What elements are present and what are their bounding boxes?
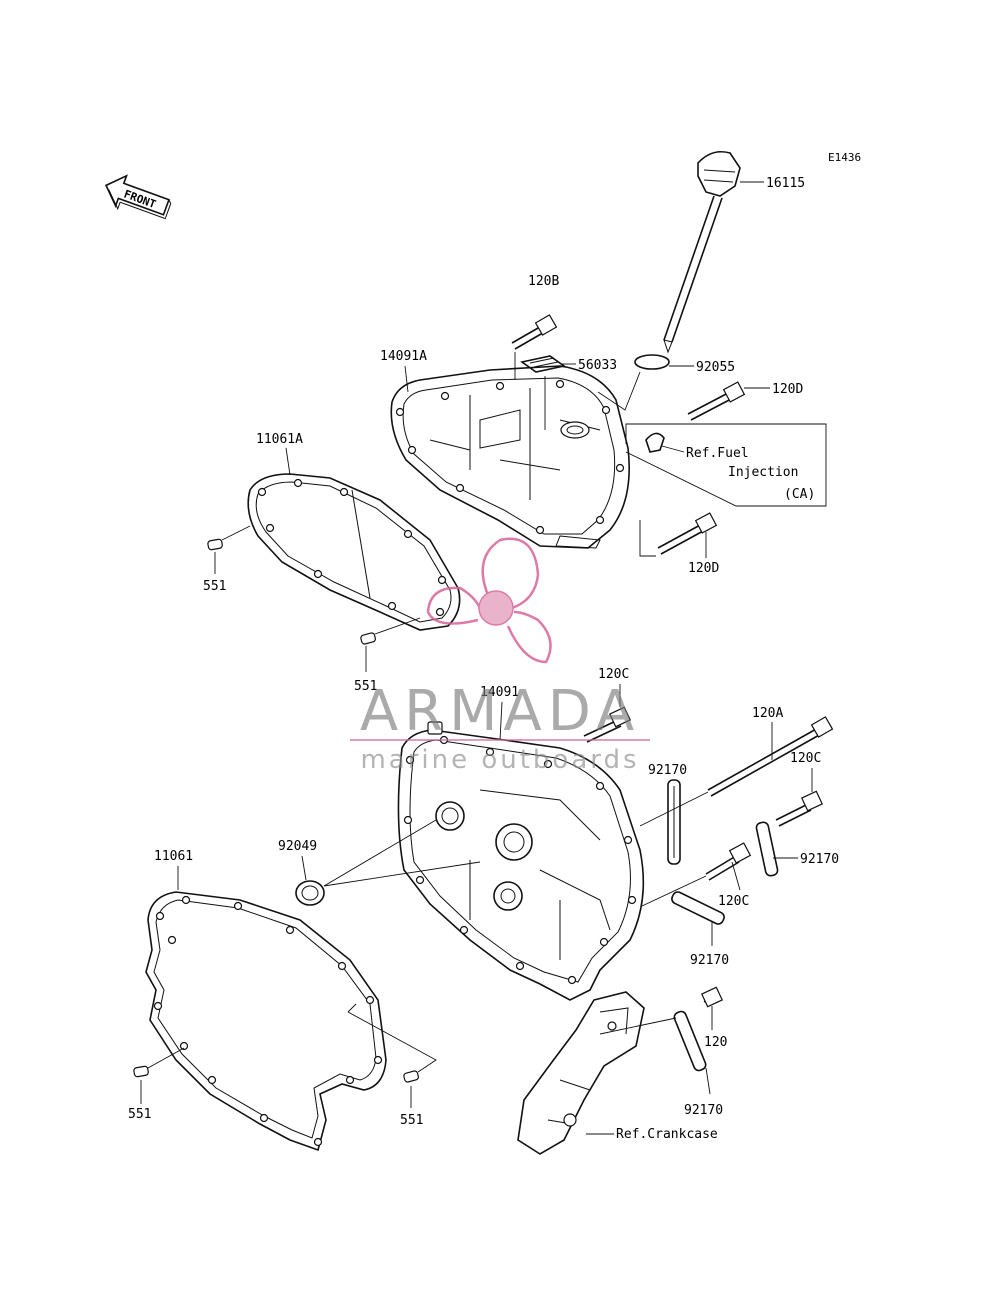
bolt-120C-mid (705, 842, 752, 881)
label-92170-d: 92170 (684, 1103, 723, 1118)
ref-fuel-bracket (625, 423, 827, 507)
label-120C-mid: 120C (718, 894, 749, 909)
label-ref-fuel-2: Injection (728, 465, 798, 480)
label-plate-56033 (520, 355, 566, 373)
dipstick-part (663, 150, 741, 354)
bolt-120D-bottom (657, 512, 718, 555)
label-92055: 92055 (696, 360, 735, 375)
dowel-551-lower-left (133, 1065, 149, 1078)
label-120D-bottom: 120D (688, 561, 719, 576)
collar-92170-d (673, 1010, 707, 1072)
label-16115: 16115 (766, 176, 805, 191)
label-92170-a: 92170 (648, 763, 687, 778)
watermark-brand: ARMADA (360, 679, 640, 744)
diagram-code: E1436 (828, 151, 861, 164)
front-arrow-icon: FRONT (104, 174, 172, 220)
bolt-120A (707, 716, 834, 797)
dowel-551-upper-right (360, 632, 376, 645)
gasket-11061A (247, 473, 461, 631)
crankcase-ref-part (517, 991, 645, 1155)
gasket-11061 (145, 891, 387, 1152)
label-120D-top: 120D (772, 382, 803, 397)
label-551-a: 551 (203, 579, 226, 594)
label-120C-top: 120C (598, 667, 629, 682)
label-92170-c: 92170 (690, 953, 729, 968)
label-92049: 92049 (278, 839, 317, 854)
label-14091: 14091 (480, 685, 519, 700)
watermark-tagline: marine outboards (360, 745, 639, 775)
bolt-120D-top (687, 381, 746, 421)
propeller-logo-icon (426, 537, 552, 664)
collar-92170-a (667, 779, 681, 865)
collar-92170-c (671, 891, 725, 925)
bolt-120B (511, 314, 558, 350)
label-551-d: 551 (400, 1113, 423, 1128)
label-ref-fuel-3: (CA) (784, 487, 815, 502)
label-ref-crankcase: Ref.Crankcase (616, 1127, 718, 1142)
label-551-b: 551 (354, 679, 377, 694)
label-120A: 120A (752, 706, 783, 721)
label-11061: 11061 (154, 849, 193, 864)
collar-92170-b (755, 821, 779, 877)
label-120: 120 (704, 1035, 727, 1050)
label-11061A: 11061A (256, 432, 303, 447)
front-label: FRONT (122, 188, 158, 212)
label-551-c: 551 (128, 1107, 151, 1122)
outer-cover-14091A (390, 365, 630, 549)
armada-watermark: ARMADA marine outboards (350, 537, 650, 775)
bolt-120 (700, 986, 724, 1008)
label-120C-right: 120C (790, 751, 821, 766)
fuel-clip-part (645, 432, 665, 453)
label-92170-b: 92170 (800, 852, 839, 867)
dowel-551-lower-right (403, 1070, 419, 1083)
bolt-120C-right (775, 790, 824, 827)
o-ring-92055 (634, 354, 670, 370)
inner-cover-14091 (397, 721, 645, 1001)
oil-seal-92049 (295, 880, 325, 906)
dowel-551-upper-left (207, 538, 223, 551)
label-120B: 120B (528, 274, 559, 289)
label-56033: 56033 (578, 358, 617, 373)
label-ref-fuel-1: Ref.Fuel (686, 446, 749, 461)
label-14091A: 14091A (380, 349, 427, 364)
